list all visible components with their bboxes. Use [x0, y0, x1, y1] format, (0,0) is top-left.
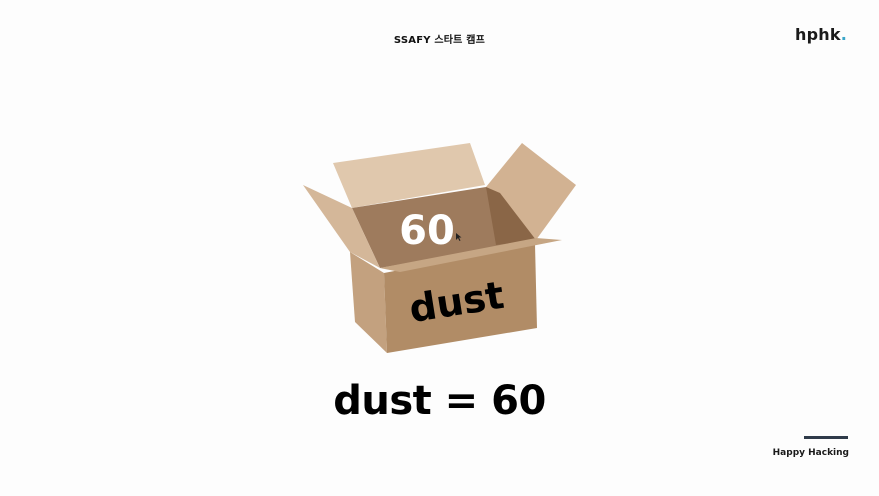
box-right-flap: [486, 143, 576, 240]
footer-divider: [804, 436, 848, 439]
box-front-face: [384, 244, 537, 353]
logo-text: hphk: [795, 25, 841, 44]
box-left-flap: [303, 185, 380, 268]
logo-dot: .: [840, 25, 847, 44]
hphk-logo: hphk.: [795, 25, 847, 44]
equation-text: dust = 60: [333, 378, 546, 424]
footer-text: Happy Hacking: [772, 448, 849, 458]
cardboard-box-illustration: 60 dust: [303, 143, 576, 353]
box-front-flap: [380, 238, 562, 272]
mouse-cursor-icon: [456, 233, 462, 241]
box-back-flap: [333, 143, 485, 208]
header-title: SSAFY 스타트 캠프: [393, 35, 486, 46]
box-interior-shadow: [486, 187, 536, 245]
box-left-side: [350, 252, 387, 353]
box-value-label: 60: [399, 208, 455, 254]
